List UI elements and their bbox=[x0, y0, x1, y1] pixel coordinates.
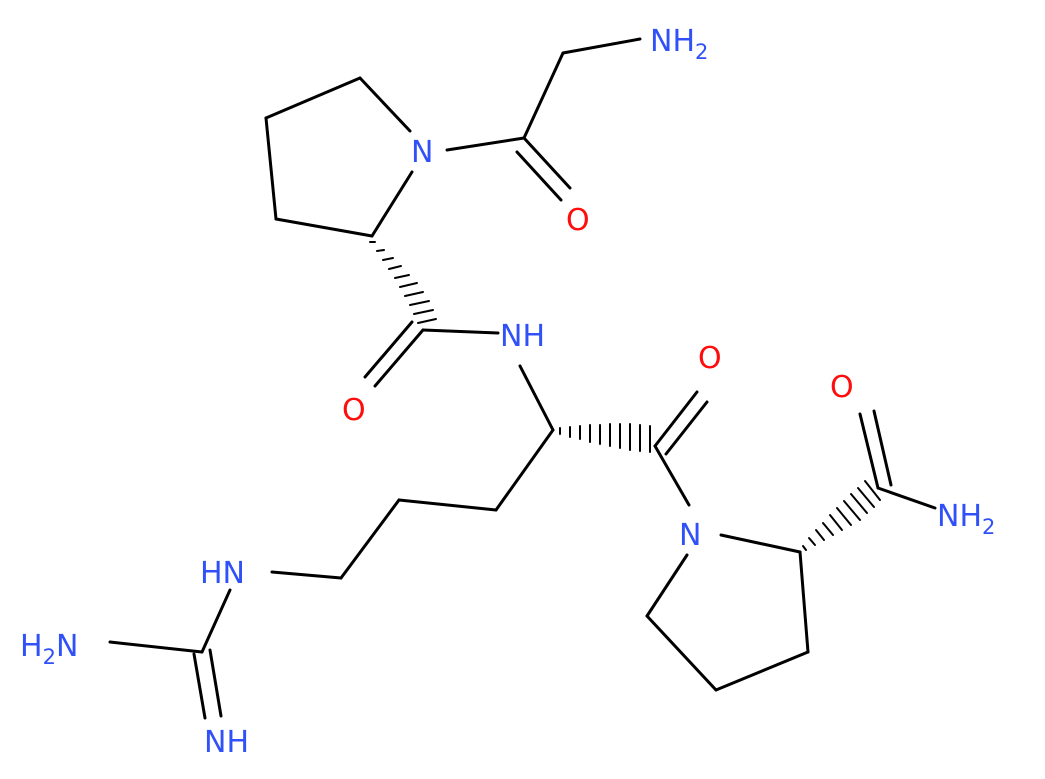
bond-nh-alpha bbox=[518, 364, 555, 432]
bond-amine-ch2 bbox=[561, 37, 642, 55]
bond-cb-cg bbox=[397, 498, 498, 512]
atom-guanidine-h2n: H2N bbox=[20, 629, 78, 669]
bond-cam-o-a bbox=[858, 412, 880, 490]
atom-proline1-carbonyl-oxygen: O bbox=[342, 393, 366, 428]
bond-c5-c4 bbox=[264, 76, 362, 120]
atom-proline2-nitrogen: N bbox=[679, 518, 701, 553]
bond-c4b-c5b bbox=[645, 614, 718, 692]
bond-arg-co-o-a bbox=[653, 390, 699, 448]
bond-cg-cd bbox=[339, 498, 401, 580]
bond-c3b-c4b bbox=[714, 650, 810, 692]
bond-pro1-co-nh bbox=[421, 328, 500, 335]
atom-proline1-nitrogen: N bbox=[411, 135, 433, 170]
atom-glycyl-carbonyl-oxygen: O bbox=[566, 203, 590, 238]
bond-cz-nh2 bbox=[108, 640, 204, 654]
bond-c2b-c3b bbox=[798, 550, 810, 654]
bond-carbonyl-n1 bbox=[445, 136, 526, 152]
bond-arg-co-o-b bbox=[664, 400, 709, 456]
atom-amide-nh: NH bbox=[500, 319, 545, 354]
hashed-wedge-pro1 bbox=[369, 241, 437, 324]
bond-c3-c2 bbox=[274, 217, 374, 238]
hashed-wedge-arg bbox=[559, 423, 651, 453]
bond-arg-co-n2 bbox=[653, 444, 691, 507]
atom-arginine-carbonyl-oxygen: O bbox=[698, 341, 722, 376]
bond-ne-cz bbox=[200, 588, 232, 654]
bond-cam-nh2 bbox=[876, 486, 937, 510]
bond-n2-c2b bbox=[719, 533, 802, 554]
atom-terminal-amine: NH2 bbox=[650, 24, 708, 64]
bond-cz-nh-b bbox=[208, 648, 223, 718]
atom-guanidine-hn: HN bbox=[200, 556, 245, 591]
bond-cz-nh-a bbox=[192, 652, 207, 720]
stereo-bonds bbox=[369, 241, 881, 551]
bond-alpha-cb bbox=[494, 428, 555, 512]
bond-cam-o-b bbox=[872, 409, 893, 487]
atom-carboxamide-oxygen: O bbox=[830, 370, 854, 405]
atom-carboxamide-amine: NH2 bbox=[937, 499, 995, 539]
bond-carbonyl-o-a bbox=[522, 136, 572, 190]
bond-pro1-co-o-b bbox=[363, 320, 414, 379]
atom-labels: NH2 N O NH O O O NH2 N HN H2N NH bbox=[20, 24, 995, 760]
bond-pro1-co-o-a bbox=[373, 328, 425, 388]
hashed-wedge-pro2 bbox=[802, 480, 881, 551]
atom-guanidine-imine: NH bbox=[204, 725, 249, 760]
bond-c2-n1 bbox=[370, 170, 414, 238]
bonds bbox=[108, 37, 937, 720]
bond-ch2-carbonyl bbox=[522, 51, 565, 140]
bond-n1-c5 bbox=[358, 76, 412, 133]
bond-c4-c3 bbox=[264, 116, 278, 221]
bond-carbonyl-o-b bbox=[515, 150, 563, 202]
bond-c5b-n2 bbox=[645, 553, 689, 618]
bond-cd-ne bbox=[270, 570, 343, 580]
